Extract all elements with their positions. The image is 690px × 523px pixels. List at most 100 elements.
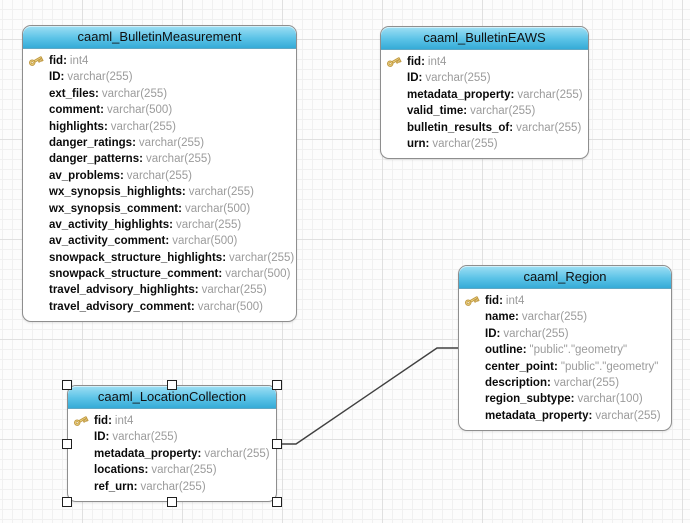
selection-handle[interactable] (167, 380, 177, 390)
field-row[interactable]: av_problemsvarchar(255) (23, 168, 296, 184)
field-type: varchar(255) (516, 121, 582, 134)
field-type: varchar(255) (432, 137, 498, 150)
field-name: valid_time (407, 105, 467, 117)
selection-handle[interactable] (62, 380, 72, 390)
field-type: varchar(255) (521, 311, 588, 324)
field-type: varchar(255) (176, 218, 242, 231)
field-name: name (485, 311, 519, 323)
field-name: av_problems (49, 170, 124, 182)
field-name: metadata_property (485, 410, 592, 422)
field-name: metadata_property (407, 89, 514, 101)
field-row[interactable]: av_activity_highlightsvarchar(255) (23, 217, 296, 233)
field-row[interactable]: snowpack_structure_highlightsvarchar(255… (23, 250, 296, 266)
field-row[interactable]: travel_advisory_highlightsvarchar(255) (23, 282, 296, 298)
field-row[interactable]: metadata_propertyvarchar(255) (381, 87, 588, 103)
selection-handle[interactable] (167, 497, 177, 507)
field-row[interactable]: outline"public"."geometry" (459, 342, 671, 358)
field-row[interactable]: fidint4 (459, 293, 671, 309)
field-type: varchar(255) (138, 136, 205, 149)
table-header[interactable]: caaml_BulletinMeasurement (23, 26, 296, 49)
relationship-connector[interactable] (277, 347, 458, 445)
field-row[interactable]: fidint4 (23, 53, 296, 69)
field-type: varchar(255) (145, 153, 212, 166)
field-name: travel_advisory_comment (49, 301, 195, 313)
field-row[interactable]: av_activity_commentvarchar(500) (23, 233, 296, 249)
field-name: description (485, 377, 551, 389)
field-row[interactable]: ext_filesvarchar(255) (23, 86, 296, 102)
field-row[interactable]: metadata_propertyvarchar(255) (68, 446, 276, 462)
field-type: "public"."geometry" (529, 344, 628, 357)
field-type: varchar(255) (110, 120, 176, 133)
field-row[interactable]: ref_urnvarchar(255) (68, 479, 276, 495)
table-caaml_BulletinMeasurement[interactable]: caaml_BulletinMeasurement fidint4 IDvarc… (22, 25, 297, 323)
field-name: fid (94, 415, 112, 427)
field-row[interactable]: snowpack_structure_commentvarchar(500) (23, 266, 296, 282)
field-type: varchar(255) (140, 480, 206, 493)
field-row[interactable]: danger_ratingsvarchar(255) (23, 135, 296, 151)
field-name: comment (49, 104, 104, 116)
field-row[interactable]: region_subtypevarchar(100) (459, 391, 671, 407)
table-title: caaml_BulletinMeasurement (77, 29, 242, 44)
table-caaml_Region[interactable]: caaml_Region fidint4 namevarchar(255) ID… (458, 265, 672, 432)
field-type: varchar(255) (229, 251, 295, 264)
primary-key-icon (386, 55, 402, 68)
primary-key-icon (464, 294, 480, 307)
field-row[interactable]: namevarchar(255) (459, 309, 671, 325)
field-type: varchar(100) (577, 393, 643, 406)
field-row[interactable]: locationsvarchar(255) (68, 462, 276, 478)
field-row[interactable]: commentvarchar(500) (23, 102, 296, 118)
field-name: fid (485, 295, 503, 307)
field-name: av_activity_comment (49, 235, 169, 247)
table-body: fidint4 IDvarchar(255) metadata_property… (381, 50, 588, 158)
table-caaml_BulletinEAWS[interactable]: caaml_BulletinEAWS fidint4 IDvarchar(255… (380, 26, 589, 160)
field-type: varchar(255) (188, 186, 254, 199)
field-row[interactable]: IDvarchar(255) (68, 429, 276, 445)
table-header[interactable]: caaml_LocationCollection (68, 386, 276, 409)
field-row[interactable]: IDvarchar(255) (23, 69, 296, 85)
field-type: varchar(255) (151, 464, 217, 477)
field-name: highlights (49, 121, 108, 133)
selection-handle[interactable] (62, 438, 72, 449)
table-title: caaml_BulletinEAWS (423, 30, 546, 45)
field-row[interactable]: bulletin_results_ofvarchar(255) (381, 120, 588, 136)
field-name: center_point (485, 361, 558, 373)
field-row[interactable]: travel_advisory_commentvarchar(500) (23, 299, 296, 315)
field-type: varchar(500) (184, 202, 251, 215)
table-title: caaml_LocationCollection (97, 389, 247, 404)
table-caaml_LocationCollection[interactable]: caaml_LocationCollection fidint4 IDvarch… (67, 385, 277, 502)
field-type: int4 (505, 295, 525, 307)
field-name: wx_synopsis_comment (49, 203, 182, 215)
field-type: varchar(255) (204, 447, 270, 460)
field-type: varchar(255) (595, 409, 661, 422)
field-row[interactable]: descriptionvarchar(255) (459, 375, 671, 391)
table-header[interactable]: caaml_BulletinEAWS (381, 27, 588, 50)
field-row[interactable]: valid_timevarchar(255) (381, 103, 588, 119)
table-header[interactable]: caaml_Region (459, 266, 671, 289)
field-row[interactable]: metadata_propertyvarchar(255) (459, 408, 671, 424)
field-type: varchar(255) (101, 87, 168, 100)
table-title: caaml_Region (523, 269, 607, 284)
field-row[interactable]: urnvarchar(255) (381, 136, 588, 152)
field-row[interactable]: wx_synopsis_highlightsvarchar(255) (23, 184, 296, 200)
selection-handle[interactable] (272, 380, 282, 390)
selection-handle[interactable] (272, 438, 282, 449)
field-name: ID (407, 72, 422, 84)
field-name: travel_advisory_highlights (49, 284, 199, 296)
selection-handle[interactable] (272, 497, 282, 507)
field-row[interactable]: center_point"public"."geometry" (459, 359, 671, 375)
field-row[interactable]: IDvarchar(255) (459, 326, 671, 342)
field-name: snowpack_structure_comment (49, 268, 222, 280)
field-row[interactable]: IDvarchar(255) (381, 70, 588, 86)
field-row[interactable]: wx_synopsis_commentvarchar(500) (23, 201, 296, 217)
field-type: int4 (69, 55, 89, 67)
field-row[interactable]: fidint4 (381, 54, 588, 70)
field-name: metadata_property (94, 448, 201, 460)
field-row[interactable]: highlightsvarchar(255) (23, 119, 296, 135)
selection-handle[interactable] (62, 497, 72, 507)
field-row[interactable]: danger_patternsvarchar(255) (23, 151, 296, 167)
primary-key-icon (28, 54, 44, 67)
field-name: urn (407, 138, 429, 150)
field-row[interactable]: fidint4 (68, 413, 276, 429)
